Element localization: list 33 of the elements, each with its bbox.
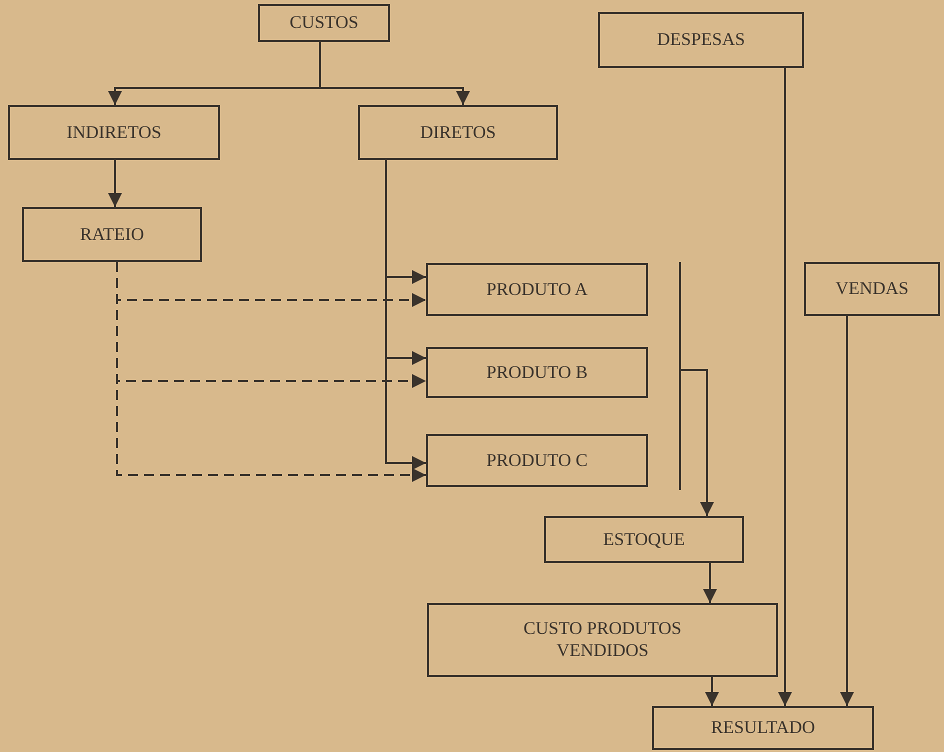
box-label: PRODUTO A [486, 278, 588, 300]
box-label: PRODUTO C [486, 450, 588, 472]
process-box [8, 105, 220, 160]
arrow [108, 160, 122, 207]
arrow [385, 160, 426, 470]
process-box [426, 263, 648, 316]
process-box [544, 516, 744, 563]
box-label: DIRETOS [420, 122, 496, 144]
process-box [427, 603, 778, 677]
box-label: ESTOQUE [603, 528, 685, 550]
process-box [426, 347, 648, 398]
box-label: CUSTOS [290, 12, 358, 34]
process-box [426, 434, 648, 487]
box-label: INDIRETOS [66, 122, 162, 144]
box-label: DESPESAS [656, 29, 746, 51]
arrow [703, 563, 717, 603]
box-label: RATEIO [80, 224, 144, 246]
dashed-arrow [116, 262, 426, 482]
arrow [840, 316, 854, 706]
process-box [652, 706, 874, 750]
box-label: VENDAS [835, 278, 908, 300]
process-box [358, 105, 558, 160]
process-box [22, 207, 202, 262]
arrow [705, 677, 719, 706]
box-label: PRODUTO B [486, 362, 588, 384]
process-box [804, 262, 940, 316]
process-box [258, 4, 390, 42]
box-label: RESULTADO [711, 717, 815, 739]
arrow [778, 68, 792, 706]
arrow [319, 42, 470, 105]
process-box [598, 12, 804, 68]
box-label: CUSTO PRODUTOS VENDIDOS [522, 618, 682, 662]
arrow [680, 369, 714, 516]
